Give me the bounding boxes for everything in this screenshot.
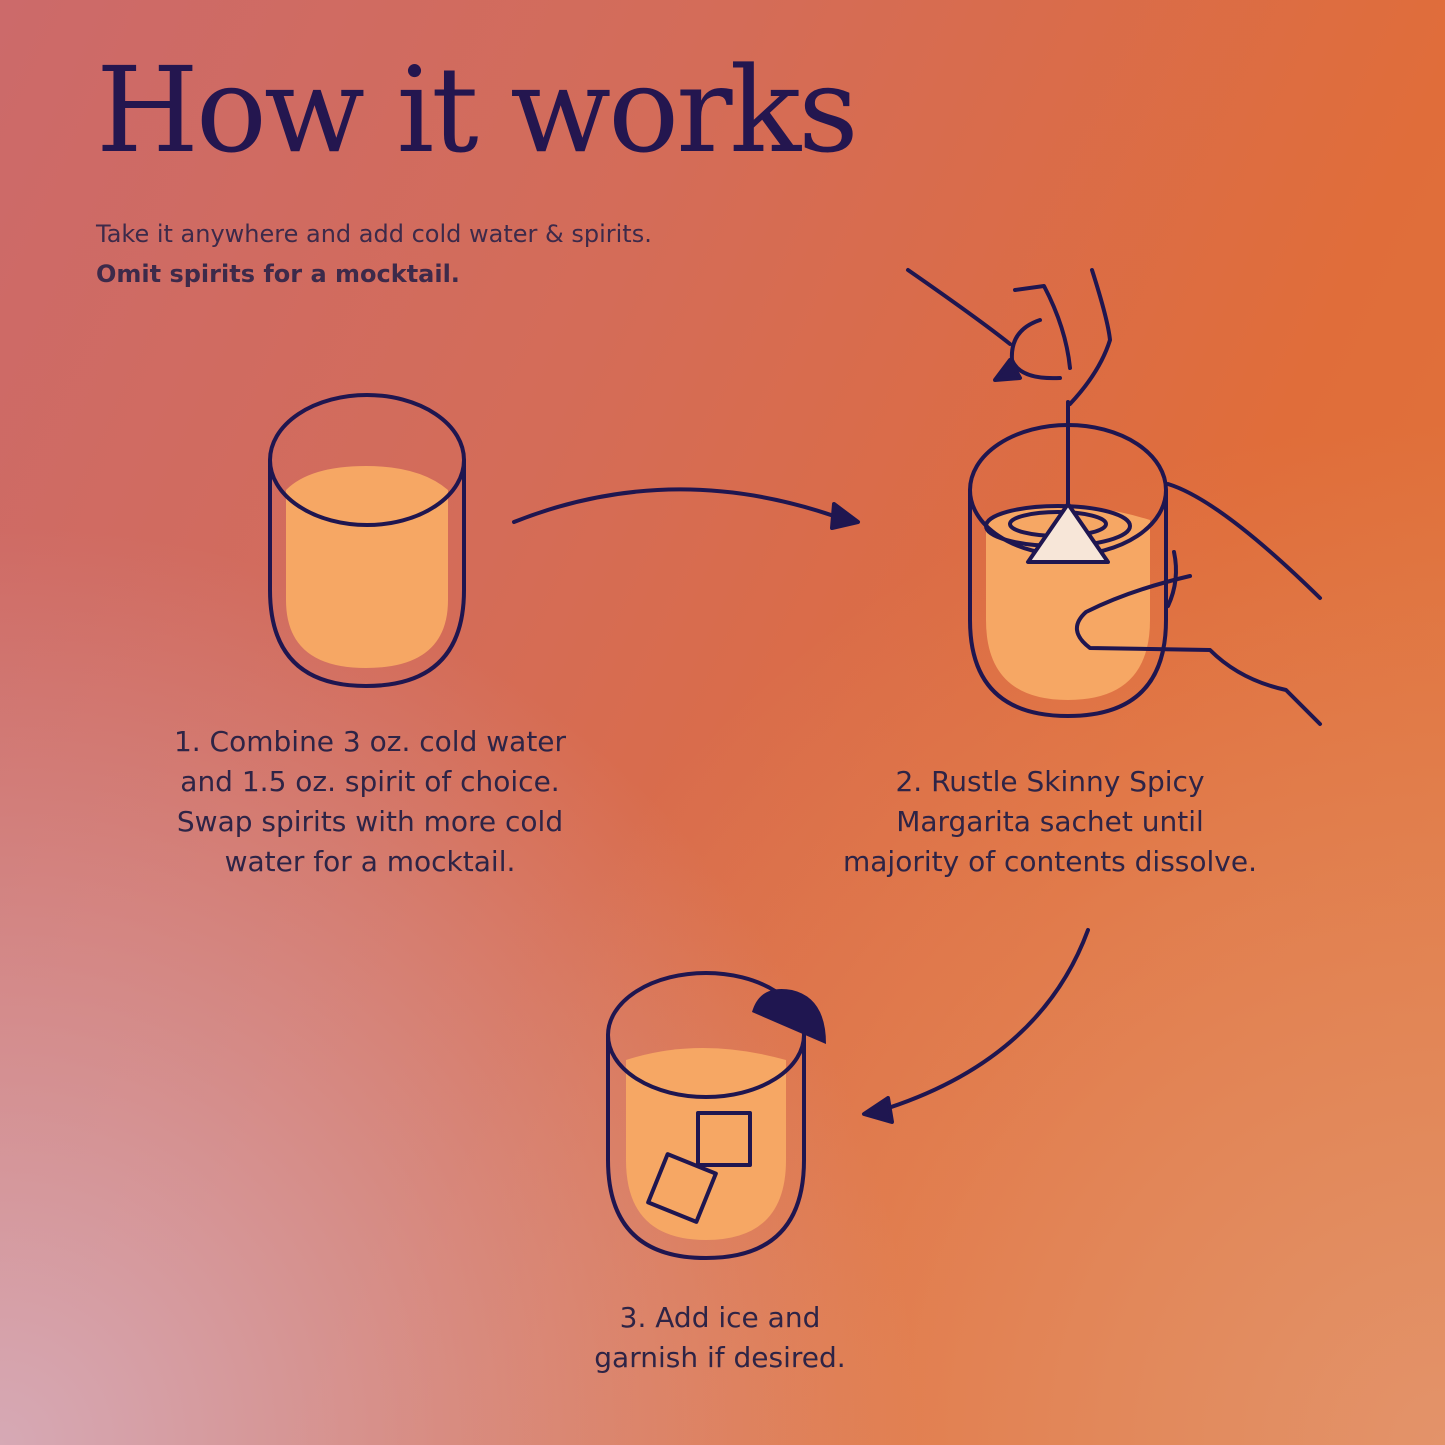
intro-body: Take it anywhere and add cold water & sp… [96,220,652,248]
intro-text: Take it anywhere and add cold water & sp… [96,214,656,294]
page-title: How it works [96,41,859,179]
step-3: 3. Add ice and garnish if desired. [594,1301,846,1374]
glass-with-sachet-icon [906,268,1322,726]
glass-with-ice-icon [606,971,826,1260]
arrow-right-icon [512,487,860,530]
arrow-down-left-icon [862,928,1090,1124]
intro-bold: Omit spirits for a mocktail. [96,260,460,288]
lime-wedge-icon [752,988,826,1044]
step-1: 1. Combine 3 oz. cold water and 1.5 oz. … [173,725,567,878]
glass-icon [268,393,466,688]
step-2: 2. Rustle Skinny Spicy Margarita sachet … [843,765,1257,878]
